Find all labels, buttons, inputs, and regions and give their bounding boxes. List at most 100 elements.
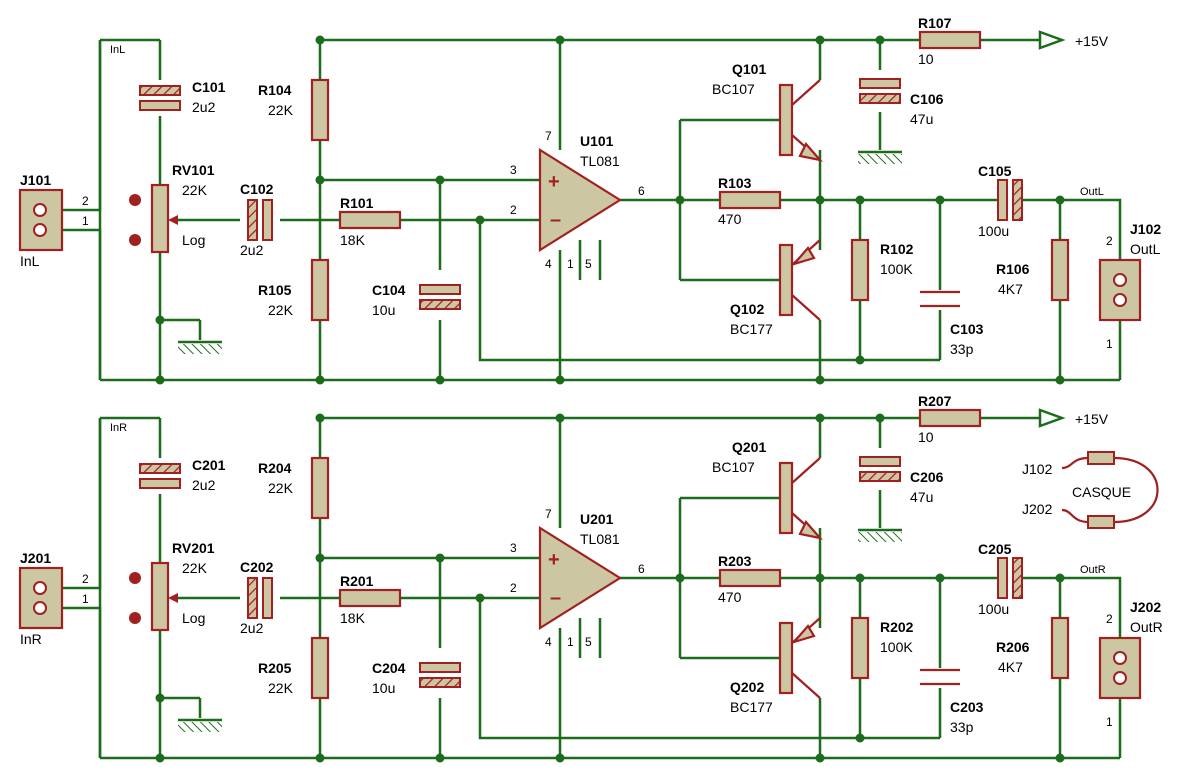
opamp-pin-minus: 2 <box>510 581 517 595</box>
output-pin-1: 1 <box>1106 715 1113 729</box>
r-top-value: 22K <box>268 480 294 496</box>
r-bottom-value: 22K <box>268 302 294 318</box>
pot-wiper-arrow <box>168 593 178 603</box>
jack-pin-1 <box>33 223 47 237</box>
c-bias-ref: C204 <box>372 660 406 676</box>
input-pin-2: 2 <box>82 572 89 586</box>
junction-dot <box>815 375 825 385</box>
q-bottom-value: BC177 <box>730 699 773 715</box>
c-bias-plate-b <box>419 677 461 688</box>
output-pin-1: 1 <box>1106 337 1113 351</box>
c-couple-value: 2u2 <box>240 242 264 258</box>
opamp-value: TL081 <box>580 531 620 547</box>
junction-dot <box>855 355 865 365</box>
r-fb-value: 100K <box>880 261 913 277</box>
r-base-ref: R203 <box>718 553 752 569</box>
c-fb-value: 33p <box>950 341 974 357</box>
output-jack-pin-1 <box>1113 671 1127 685</box>
supply-label: +15V <box>1075 33 1109 49</box>
jack-pin-2 <box>33 581 47 595</box>
opamp-ref: U101 <box>580 133 614 149</box>
junction-dot <box>435 175 445 185</box>
pot-taper: Log <box>182 232 205 248</box>
c-supply-plate-a <box>859 78 901 89</box>
opamp-pin-n1: 1 <box>567 635 574 649</box>
r-base-value: 470 <box>718 211 742 227</box>
c-in-ref: C101 <box>192 79 226 95</box>
opamp-value: TL081 <box>580 153 620 169</box>
q-top-ref: Q101 <box>732 61 766 77</box>
c-supply-value: 47u <box>910 111 933 127</box>
q-top-arrow <box>798 142 823 162</box>
r-load <box>1050 238 1070 302</box>
ground-hatch <box>178 722 222 732</box>
q-bottom-arrow <box>790 624 816 645</box>
headphone-label: CASQUE <box>1072 484 1131 500</box>
junction-dot <box>155 315 165 325</box>
c-couple-value: 2u2 <box>240 620 264 636</box>
junction-dot <box>315 375 325 385</box>
output-jack-pin-1 <box>1113 293 1127 307</box>
input-jack <box>18 566 64 630</box>
c-out-plate-b <box>1012 557 1023 599</box>
q-top-value: BC107 <box>712 81 755 97</box>
c-bias-plate-a <box>419 284 461 295</box>
c-out-plate-a <box>997 179 1008 221</box>
junction-dot <box>555 375 565 385</box>
r-base-value: 470 <box>718 589 742 605</box>
junction-dot <box>315 553 325 563</box>
headphone-symbol: J102 J202 CASQUE <box>1022 451 1159 529</box>
pot-value: 22K <box>182 182 208 198</box>
opamp-body <box>538 148 623 252</box>
c-out-plate-b <box>1012 179 1023 221</box>
input-net-label-bottom: InR <box>20 631 42 647</box>
junction-dot <box>1055 195 1065 205</box>
c-bias-plate-a <box>419 662 461 673</box>
r-in <box>338 588 402 608</box>
junction-dot <box>815 753 825 763</box>
r-bottom-ref: R105 <box>258 282 292 298</box>
q-top-collector <box>791 79 821 106</box>
pot-ref: RV101 <box>172 162 215 178</box>
opamp-pin-vminus: 4 <box>545 635 552 649</box>
pot-body <box>150 183 170 254</box>
c-in-value: 2u2 <box>192 99 216 115</box>
q-top-collector <box>791 457 821 484</box>
c-bias-value: 10u <box>372 680 395 696</box>
c-bias-plate-b <box>419 299 461 310</box>
c-couple-plate-b <box>262 577 273 619</box>
junction-dot <box>315 35 325 45</box>
junction-dot <box>815 195 825 205</box>
opamp-minus-sign: – <box>550 209 561 231</box>
junction-dot <box>155 375 165 385</box>
supply-arrow <box>1038 30 1066 50</box>
c-couple-ref: C202 <box>240 559 274 575</box>
pot-wiper-arrow <box>168 215 178 225</box>
junction-dot <box>435 375 445 385</box>
headphone-plug-b <box>1087 515 1115 529</box>
channel-right: J201InRInR21C2012u2RV20122KLogC2022u2R20… <box>18 393 1163 763</box>
output-net-label-top: OutR <box>1080 564 1106 576</box>
wire <box>1020 576 1122 638</box>
output-jack <box>1098 636 1142 700</box>
r-supply-value: 10 <box>918 51 934 67</box>
pot-value: 22K <box>182 560 208 576</box>
output-jack <box>1098 258 1142 322</box>
q-top-arrow <box>798 520 823 540</box>
output-net-label: OutL <box>1130 241 1161 257</box>
junction-dot <box>435 553 445 563</box>
opamp-minus-sign: – <box>550 587 561 609</box>
junction-dot <box>475 215 485 225</box>
opamp-pin-out: 6 <box>638 184 645 198</box>
opamp-pin-plus: 3 <box>510 541 517 555</box>
c-in-ref: C201 <box>192 457 226 473</box>
junction-dot <box>555 413 565 423</box>
input-pin-1: 1 <box>82 592 89 606</box>
c-supply-plate-b <box>859 93 901 104</box>
pot-taper: Log <box>182 610 205 626</box>
junction-dot <box>675 573 685 583</box>
q-top-value: BC107 <box>712 459 755 475</box>
pot-body <box>150 561 170 632</box>
r-bottom-ref: R205 <box>258 660 292 676</box>
opamp-pin-out: 6 <box>638 562 645 576</box>
